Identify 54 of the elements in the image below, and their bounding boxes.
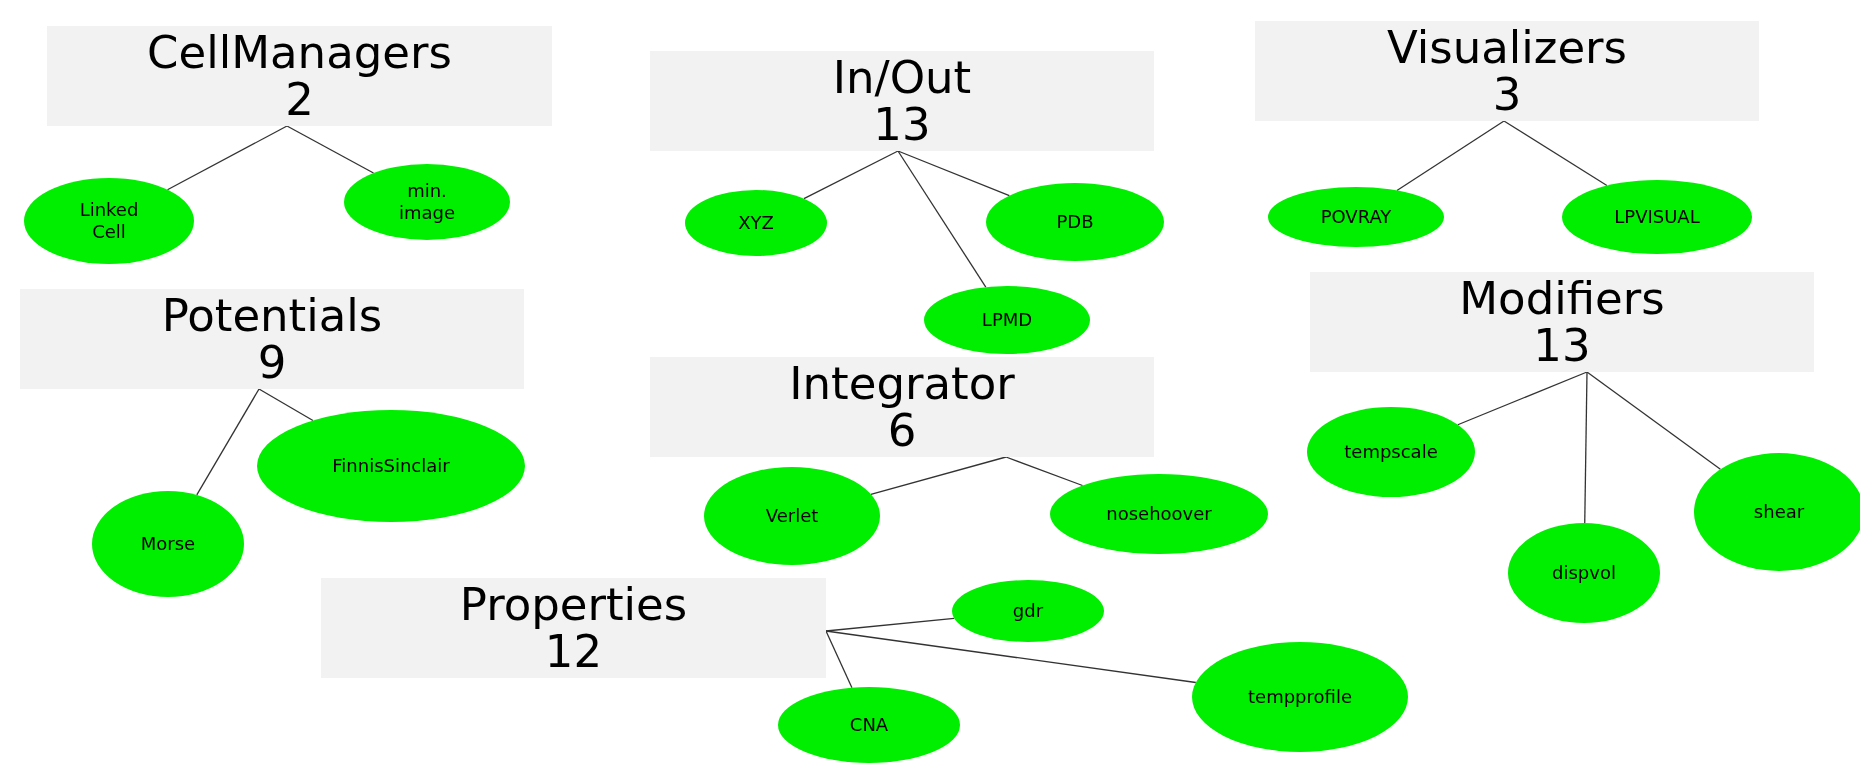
category-box	[650, 51, 1154, 151]
connector-line	[1005, 456, 1084, 487]
connector-line	[1396, 120, 1505, 192]
connector-line	[870, 456, 1007, 495]
module-label: LPMD	[981, 308, 1033, 332]
category-box	[47, 26, 552, 126]
category-count: 2	[285, 76, 314, 124]
category-count: 13	[873, 101, 931, 149]
module-label: tempprofile	[1248, 685, 1352, 709]
category-title: Visualizers	[1386, 23, 1628, 71]
module-label: nosehoover	[1106, 502, 1212, 526]
category-title: Modifiers	[1459, 274, 1665, 322]
category-count: 13	[1533, 322, 1591, 370]
module-label: XYZ	[738, 211, 774, 235]
module-label: PDB	[1056, 210, 1094, 234]
module-label: tempscale	[1344, 440, 1438, 464]
category-count: 3	[1492, 71, 1522, 119]
module-label: LPVISUAL	[1614, 205, 1700, 229]
connector-line	[286, 125, 375, 174]
category-box	[650, 357, 1154, 457]
connector-line	[897, 150, 987, 288]
module-label: Verlet	[765, 504, 819, 528]
connector-line	[1503, 120, 1608, 187]
module-label: FinnisSinclair	[332, 454, 450, 478]
module-label: dispvol	[1552, 561, 1616, 585]
category-box	[20, 289, 524, 389]
category-count: 6	[887, 407, 917, 455]
category-box	[1310, 272, 1814, 372]
module-label: shear	[1753, 500, 1805, 524]
connector-line	[166, 125, 288, 191]
module-label: min. image	[397, 179, 457, 225]
category-count: 9	[257, 339, 287, 387]
category-title: Properties	[459, 580, 688, 628]
module-label: gdr	[1012, 599, 1044, 623]
category-title: In/Out	[832, 53, 972, 101]
connector-line	[1586, 371, 1722, 470]
connector-line	[1584, 371, 1588, 524]
connector-line	[825, 617, 955, 632]
category-box	[1255, 21, 1759, 121]
module-label: Morse	[140, 532, 196, 556]
connector-line	[258, 388, 314, 422]
module-label: CNA	[849, 713, 889, 737]
connector-line	[897, 150, 1010, 197]
connector-line	[1457, 371, 1588, 426]
connector-line	[196, 388, 260, 496]
category-title: Potentials	[161, 291, 383, 339]
connector-line	[825, 630, 1197, 684]
module-label: POVRAY	[1320, 205, 1392, 229]
category-count: 12	[544, 628, 603, 676]
category-title: CellManagers	[147, 28, 452, 76]
connector-line	[803, 150, 899, 200]
category-title: Integrator	[789, 359, 1015, 407]
module-label: Linked Cell	[78, 198, 140, 244]
category-box	[321, 578, 826, 678]
